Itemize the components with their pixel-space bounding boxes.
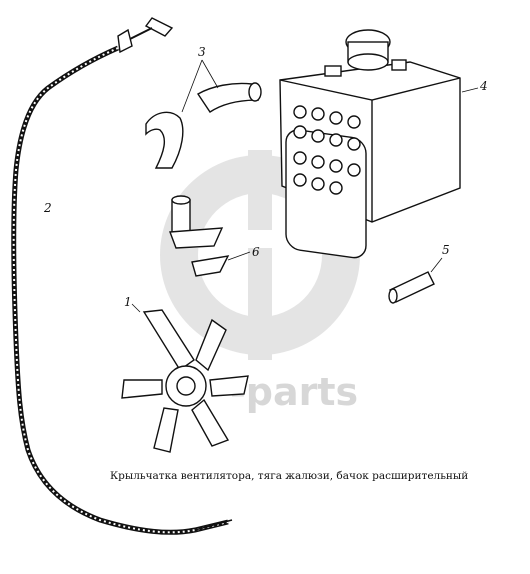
callout-2: 2 bbox=[44, 201, 52, 215]
callout-3: 3 bbox=[198, 45, 206, 59]
connector-tube bbox=[388, 257, 443, 304]
expansion-tank bbox=[279, 29, 479, 259]
bracket-plate bbox=[169, 195, 251, 277]
callout-4: 4 bbox=[480, 79, 488, 93]
callout-1: 1 bbox=[124, 295, 132, 309]
watermark-text: -parts bbox=[230, 370, 358, 414]
fan-impeller bbox=[121, 303, 249, 453]
figure-caption: Крыльчатка вентилятора, тяга жалюзи, бач… bbox=[110, 470, 469, 482]
radiator-hoses bbox=[145, 59, 262, 169]
callout-6: 6 bbox=[252, 245, 260, 259]
blind-control-rod bbox=[11, 17, 233, 535]
callout-5: 5 bbox=[442, 243, 450, 257]
